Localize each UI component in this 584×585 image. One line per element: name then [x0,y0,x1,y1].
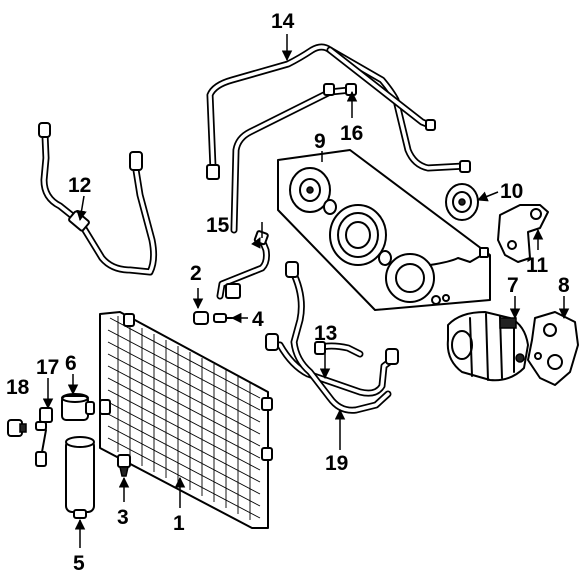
callout-6: 6 [65,352,77,375]
callout-9: 9 [314,130,326,153]
suction-line-15 [216,230,270,300]
callout-14: 14 [271,10,295,33]
callout-4: 4 [252,308,264,331]
clutch-assembly-panel-9 [277,149,491,311]
compressor-bracket-8 [527,311,579,386]
suction-hose-19 [285,261,392,414]
callout-2: 2 [190,262,202,285]
callout-16: 16 [340,122,363,145]
fitting-4 [213,313,233,323]
leader-lines [42,34,570,548]
callout-3: 3 [117,506,129,529]
callout-17: 17 [36,356,59,379]
callout-7: 7 [507,274,519,297]
suction-hose-16 [230,83,357,234]
condenser-core-grid [107,316,261,520]
pulley-10 [445,183,479,221]
callout-13: 13 [314,322,337,345]
compressor-7 [446,311,529,382]
pressure-switch-17 [35,407,53,467]
valve-3 [117,454,131,477]
callout-19: 19 [325,452,348,475]
discharge-hose-14 [206,43,471,180]
callout-labels: 1 2 3 4 5 6 7 8 9 10 11 12 13 14 15 16 1… [6,10,570,575]
condenser-1 [99,311,273,529]
callout-8: 8 [558,274,570,297]
callout-5: 5 [73,552,85,575]
callout-1: 1 [173,512,185,535]
callout-10: 10 [500,180,523,203]
drier-bracket-6 [61,393,95,421]
callout-15: 15 [206,214,230,237]
o-ring-2 [193,311,209,325]
callout-12: 12 [68,174,91,197]
receiver-drier-5 [65,436,95,519]
connector-18 [7,419,27,437]
hose-assembly-12 [38,122,158,276]
callout-18: 18 [6,376,30,399]
liquid-hose-13 [265,333,399,397]
callout-11: 11 [526,254,549,277]
mounting-bracket-11 [497,204,549,263]
